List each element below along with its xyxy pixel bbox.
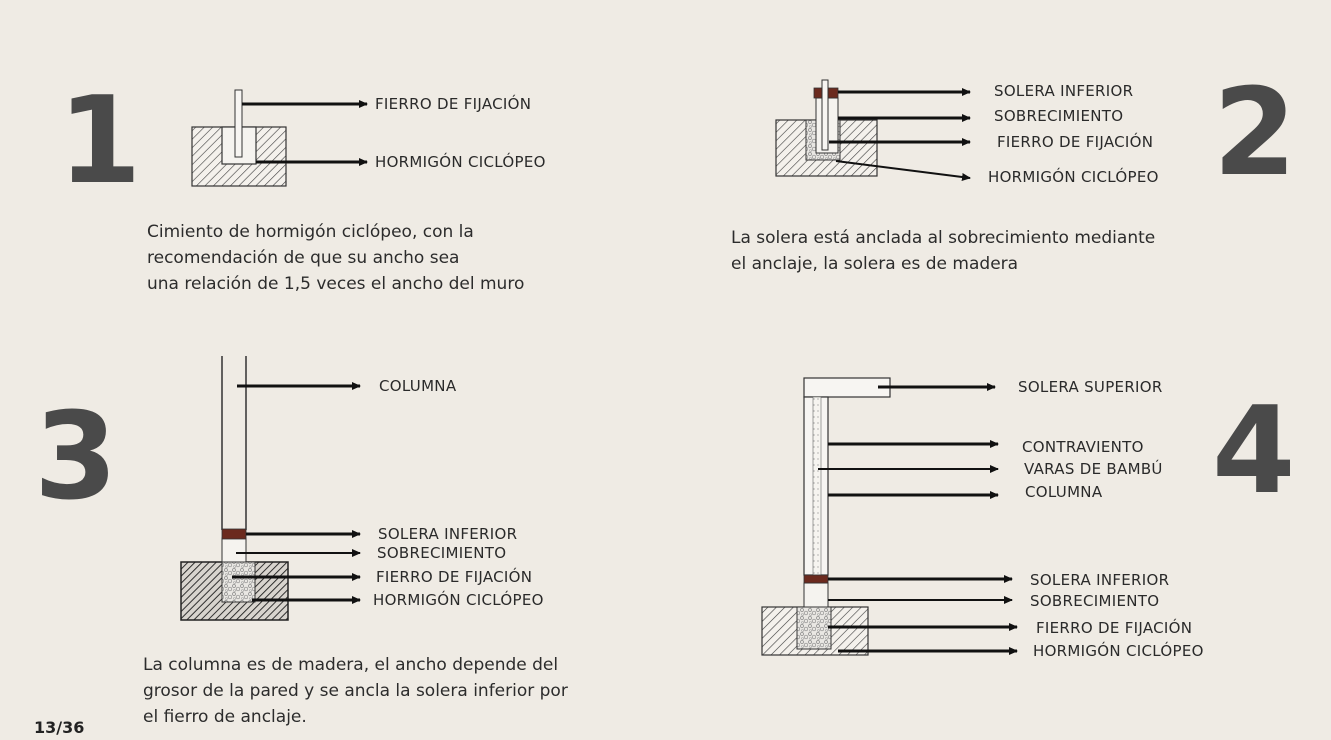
caption-1: Cimiento de hormigón ciclópeo, con la re… [147,219,524,297]
solera-superior-4 [803,377,891,398]
sobrecimiento-4 [803,582,829,608]
bamboo-rods-4 [812,396,822,576]
diagram-2 [775,79,971,181]
solera-inferior-4 [803,574,829,584]
diagram-4 [761,377,1018,656]
foundation-fill-4 [796,606,832,650]
solera-inferior-3 [221,528,247,540]
caption-2-line-1: La solera está anclada al sobrecimiento … [731,228,1156,248]
label-solera-superior-4: SOLERA SUPERIOR [1018,378,1163,396]
section-number-4: 4 [1212,382,1296,521]
label-hormigon-ciclopeo-4: HORMIGÓN CICLÓPEO [1033,642,1204,660]
label-sobrecimiento-4: SOBRECIMIENTO [1030,592,1160,610]
label-hormigon-ciclopeo-3: HORMIGÓN CICLÓPEO [373,591,544,609]
label-fierro-fijacion-3: FIERRO DE FIJACIÓN [376,568,533,586]
caption-1-line-2: recomendación de que su ancho sea [147,248,460,268]
caption-1-line-1: Cimiento de hormigón ciclópeo, con la [147,222,474,242]
label-solera-inferior-2: SOLERA INFERIOR [994,82,1134,100]
label-fierro-fijacion-1: FIERRO DE FIJACIÓN [375,95,532,113]
section-number-1: 1 [58,72,142,211]
label-contraviento-4: CONTRAVIENTO [1022,438,1144,456]
label-hormigon-ciclopeo-1: HORMIGÓN CICLÓPEO [375,153,546,171]
sobrecimiento-3 [221,537,247,563]
diagram-3 [180,356,361,621]
label-solera-inferior-4: SOLERA INFERIOR [1030,571,1170,589]
arrow-hormigon-2 [835,160,971,181]
caption-2: La solera está anclada al sobrecimiento … [731,225,1155,277]
label-columna-4: COLUMNA [1025,483,1103,501]
caption-3-line-2: grosor de la pared y se ancla la solera … [143,681,568,701]
label-columna-3: COLUMNA [379,377,457,395]
label-varas-bambu-4: VARAS DE BAMBÚ [1024,460,1163,478]
label-sobrecimiento-2: SOBRECIMIENTO [994,107,1124,125]
foundation-fill-3 [221,561,256,603]
label-hormigon-ciclopeo-2: HORMIGÓN CICLÓPEO [988,168,1159,186]
caption-3-line-1: La columna es de madera, el ancho depend… [143,655,559,675]
page-number: 13/36 [34,718,85,737]
diagram-1 [191,89,368,187]
caption-2-line-2: el anclaje, la solera es de madera [731,254,1019,274]
section-number-3: 3 [34,388,118,527]
label-solera-inferior-3: SOLERA INFERIOR [378,525,518,543]
anchor-bar-1 [234,89,243,158]
anchor-bar-2 [821,79,829,151]
caption-3: La columna es de madera, el ancho depend… [143,652,568,730]
label-fierro-fijacion-2: FIERRO DE FIJACIÓN [997,133,1154,151]
label-fierro-fijacion-4: FIERRO DE FIJACIÓN [1036,619,1193,637]
section-number-2: 2 [1213,64,1297,203]
caption-1-line-3: una relación de 1,5 veces el ancho del m… [147,274,525,294]
label-sobrecimiento-3: SOBRECIMIENTO [377,544,507,562]
caption-3-line-3: el fierro de anclaje. [143,707,307,727]
